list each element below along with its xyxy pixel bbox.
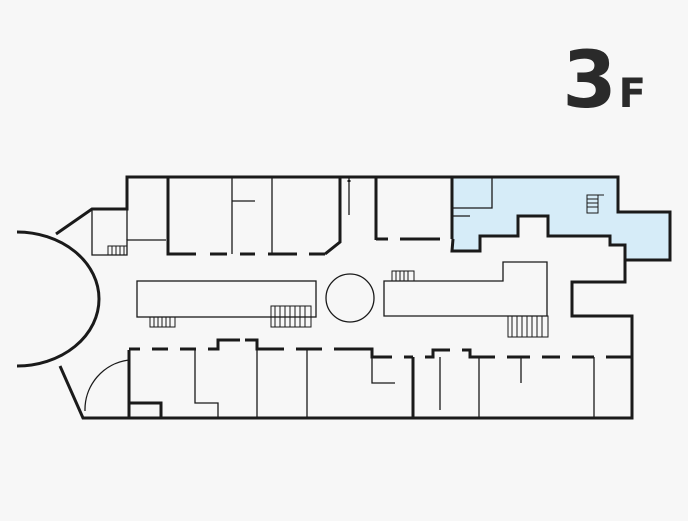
floor-number: 3: [562, 36, 616, 126]
stairs-center-left-a: [149, 316, 176, 328]
floor-suffix: F: [618, 71, 646, 117]
stairs-left-wing: [107, 245, 128, 256]
center-right-island[interactable]: [383, 261, 548, 317]
stairs-center-right-b: [507, 315, 549, 338]
highlighted-zone[interactable]: [452, 178, 670, 260]
stairs-center-right-a: [391, 270, 415, 282]
center-round-court[interactable]: [325, 273, 375, 323]
stairs-icon: [107, 194, 604, 338]
stairs-top-right: [586, 194, 604, 214]
stairs-center-left-b: [270, 305, 312, 328]
top-row-thin-walls: [231, 177, 493, 254]
building-outline: [55, 175, 672, 420]
round-atrium[interactable]: [16, 230, 101, 368]
floor-indicator: 3 F: [562, 42, 646, 120]
bottom-row-walls: [127, 338, 632, 418]
bottom-row-thin-walls: [194, 349, 595, 418]
center-left-island[interactable]: [136, 280, 317, 318]
